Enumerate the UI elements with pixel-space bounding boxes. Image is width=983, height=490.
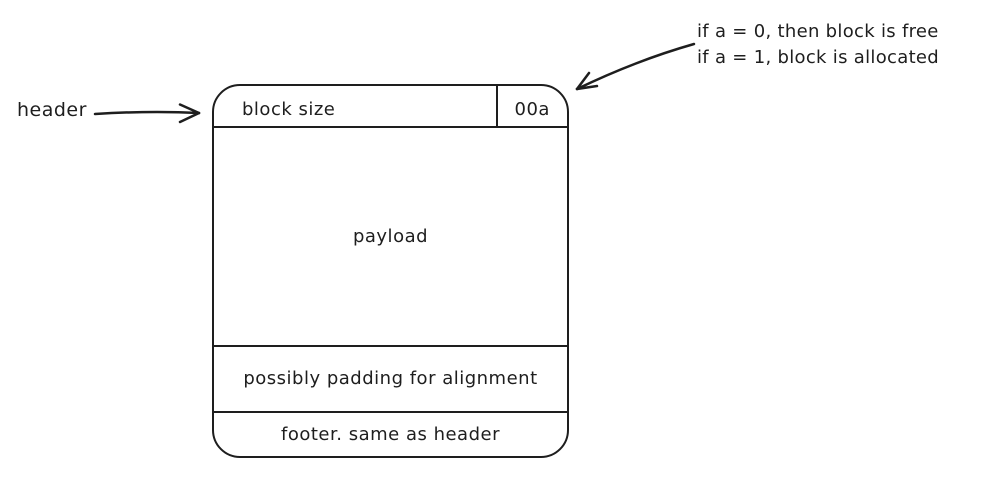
footer-section: footer. same as header xyxy=(214,410,567,457)
annotation-arrow xyxy=(575,42,696,91)
allocation-flag-annotation: if a = 0, then block is free if a = 1, b… xyxy=(697,19,939,71)
memory-block-box: block size 00a payload possibly padding … xyxy=(212,84,569,458)
block-header-row: block size 00a xyxy=(214,86,567,128)
annotation-line-1: if a = 0, then block is free xyxy=(697,21,939,42)
alloc-flag-cell: 00a xyxy=(495,86,568,126)
padding-section: possibly padding for alignment xyxy=(214,344,567,411)
block-size-cell: block size xyxy=(242,98,336,120)
annotation-line-2: if a = 1, block is allocated xyxy=(697,47,940,68)
header-pointer-label: header xyxy=(17,99,87,121)
payload-section: payload xyxy=(352,225,429,247)
header-arrow xyxy=(93,103,201,124)
